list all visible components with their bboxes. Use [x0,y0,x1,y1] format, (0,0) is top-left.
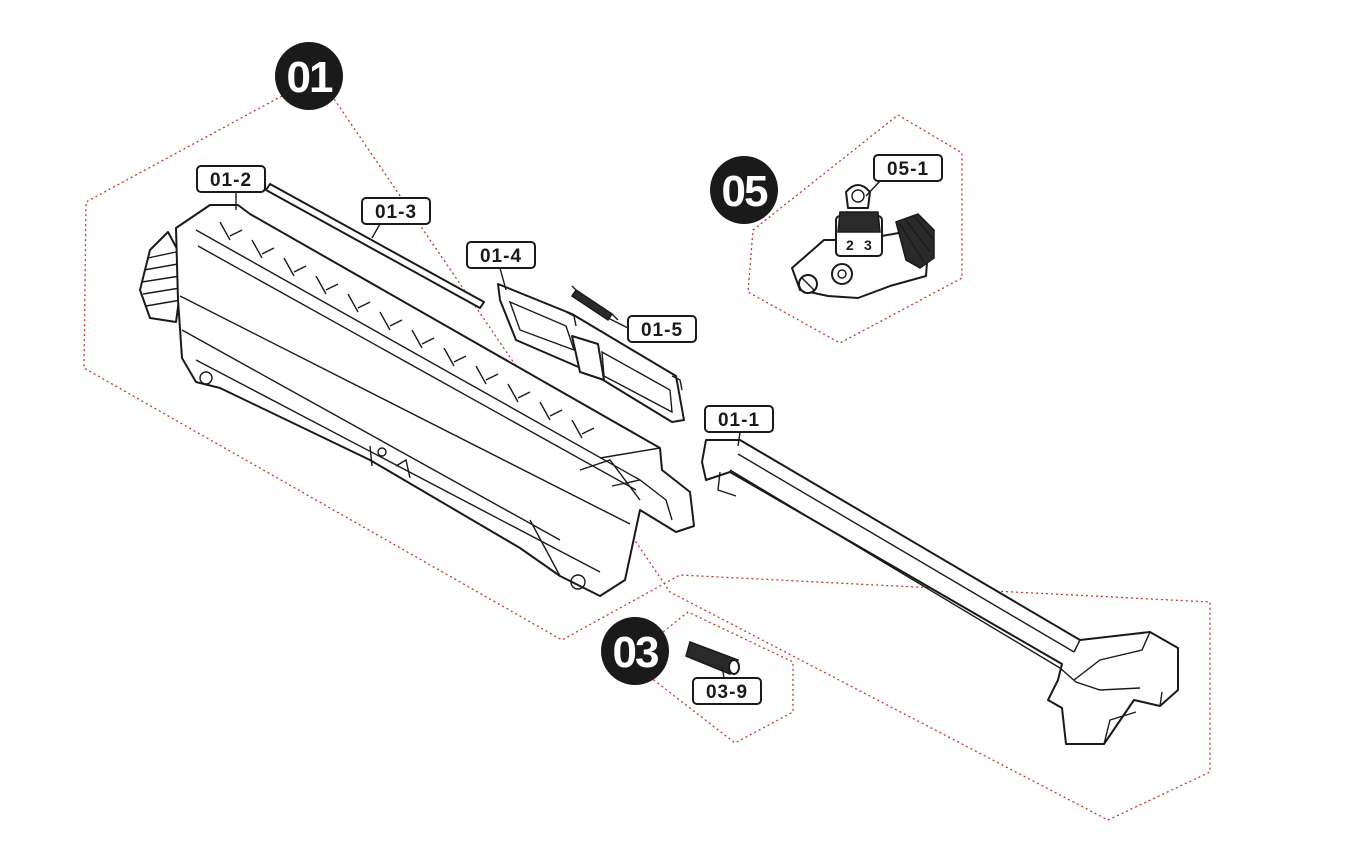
svg-text:01-4: 01-4 [480,246,522,267]
leader-01-3 [371,223,381,239]
part-label-01-5: 01-5 [627,315,697,343]
rear-sight-drawing [791,184,935,299]
leader-01-4 [499,267,507,291]
hinge-pin-drawing [265,183,485,309]
upper-receiver-drawing [139,204,695,597]
dust-cover-spring-drawing [570,285,619,322]
group-05-boundary [747,114,963,344]
group-03-boundary [626,611,794,744]
leader-01-5 [607,317,629,329]
svg-text:01-3: 01-3 [375,202,417,223]
charging-handle-drawing [701,439,1179,745]
leader-05-1 [865,180,881,197]
svg-text:01-5: 01-5 [641,320,683,341]
part-label-01-1: 01-1 [704,405,774,433]
part-label-03-9: 03-9 [692,677,762,705]
svg-text:01-1: 01-1 [718,410,760,431]
leader-01-1 [737,431,741,447]
dust-cover-drawing [497,283,685,423]
svg-text:03: 03 [613,628,658,677]
group-badge-05: 05 [710,156,778,224]
svg-text:05-1: 05-1 [887,159,929,180]
svg-text:05: 05 [722,167,768,216]
group-badge-01: 01 [275,42,343,110]
part-label-01-2: 01-2 [196,165,266,193]
svg-text:03-9: 03-9 [706,682,748,703]
svg-text:01-2: 01-2 [210,170,252,191]
part-label-01-4: 01-4 [466,241,536,269]
svg-text:01: 01 [287,53,333,102]
rear-sight-dial-digit-right: 3 [864,237,872,253]
part-label-01-3: 01-3 [361,197,431,225]
rear-sight-dial-digit-left: 2 [846,237,854,253]
group-badge-03: 03 [601,617,669,685]
part-label-05-1: 05-1 [873,154,943,182]
spring-drawing [685,641,740,675]
leader-03-9 [721,665,725,679]
